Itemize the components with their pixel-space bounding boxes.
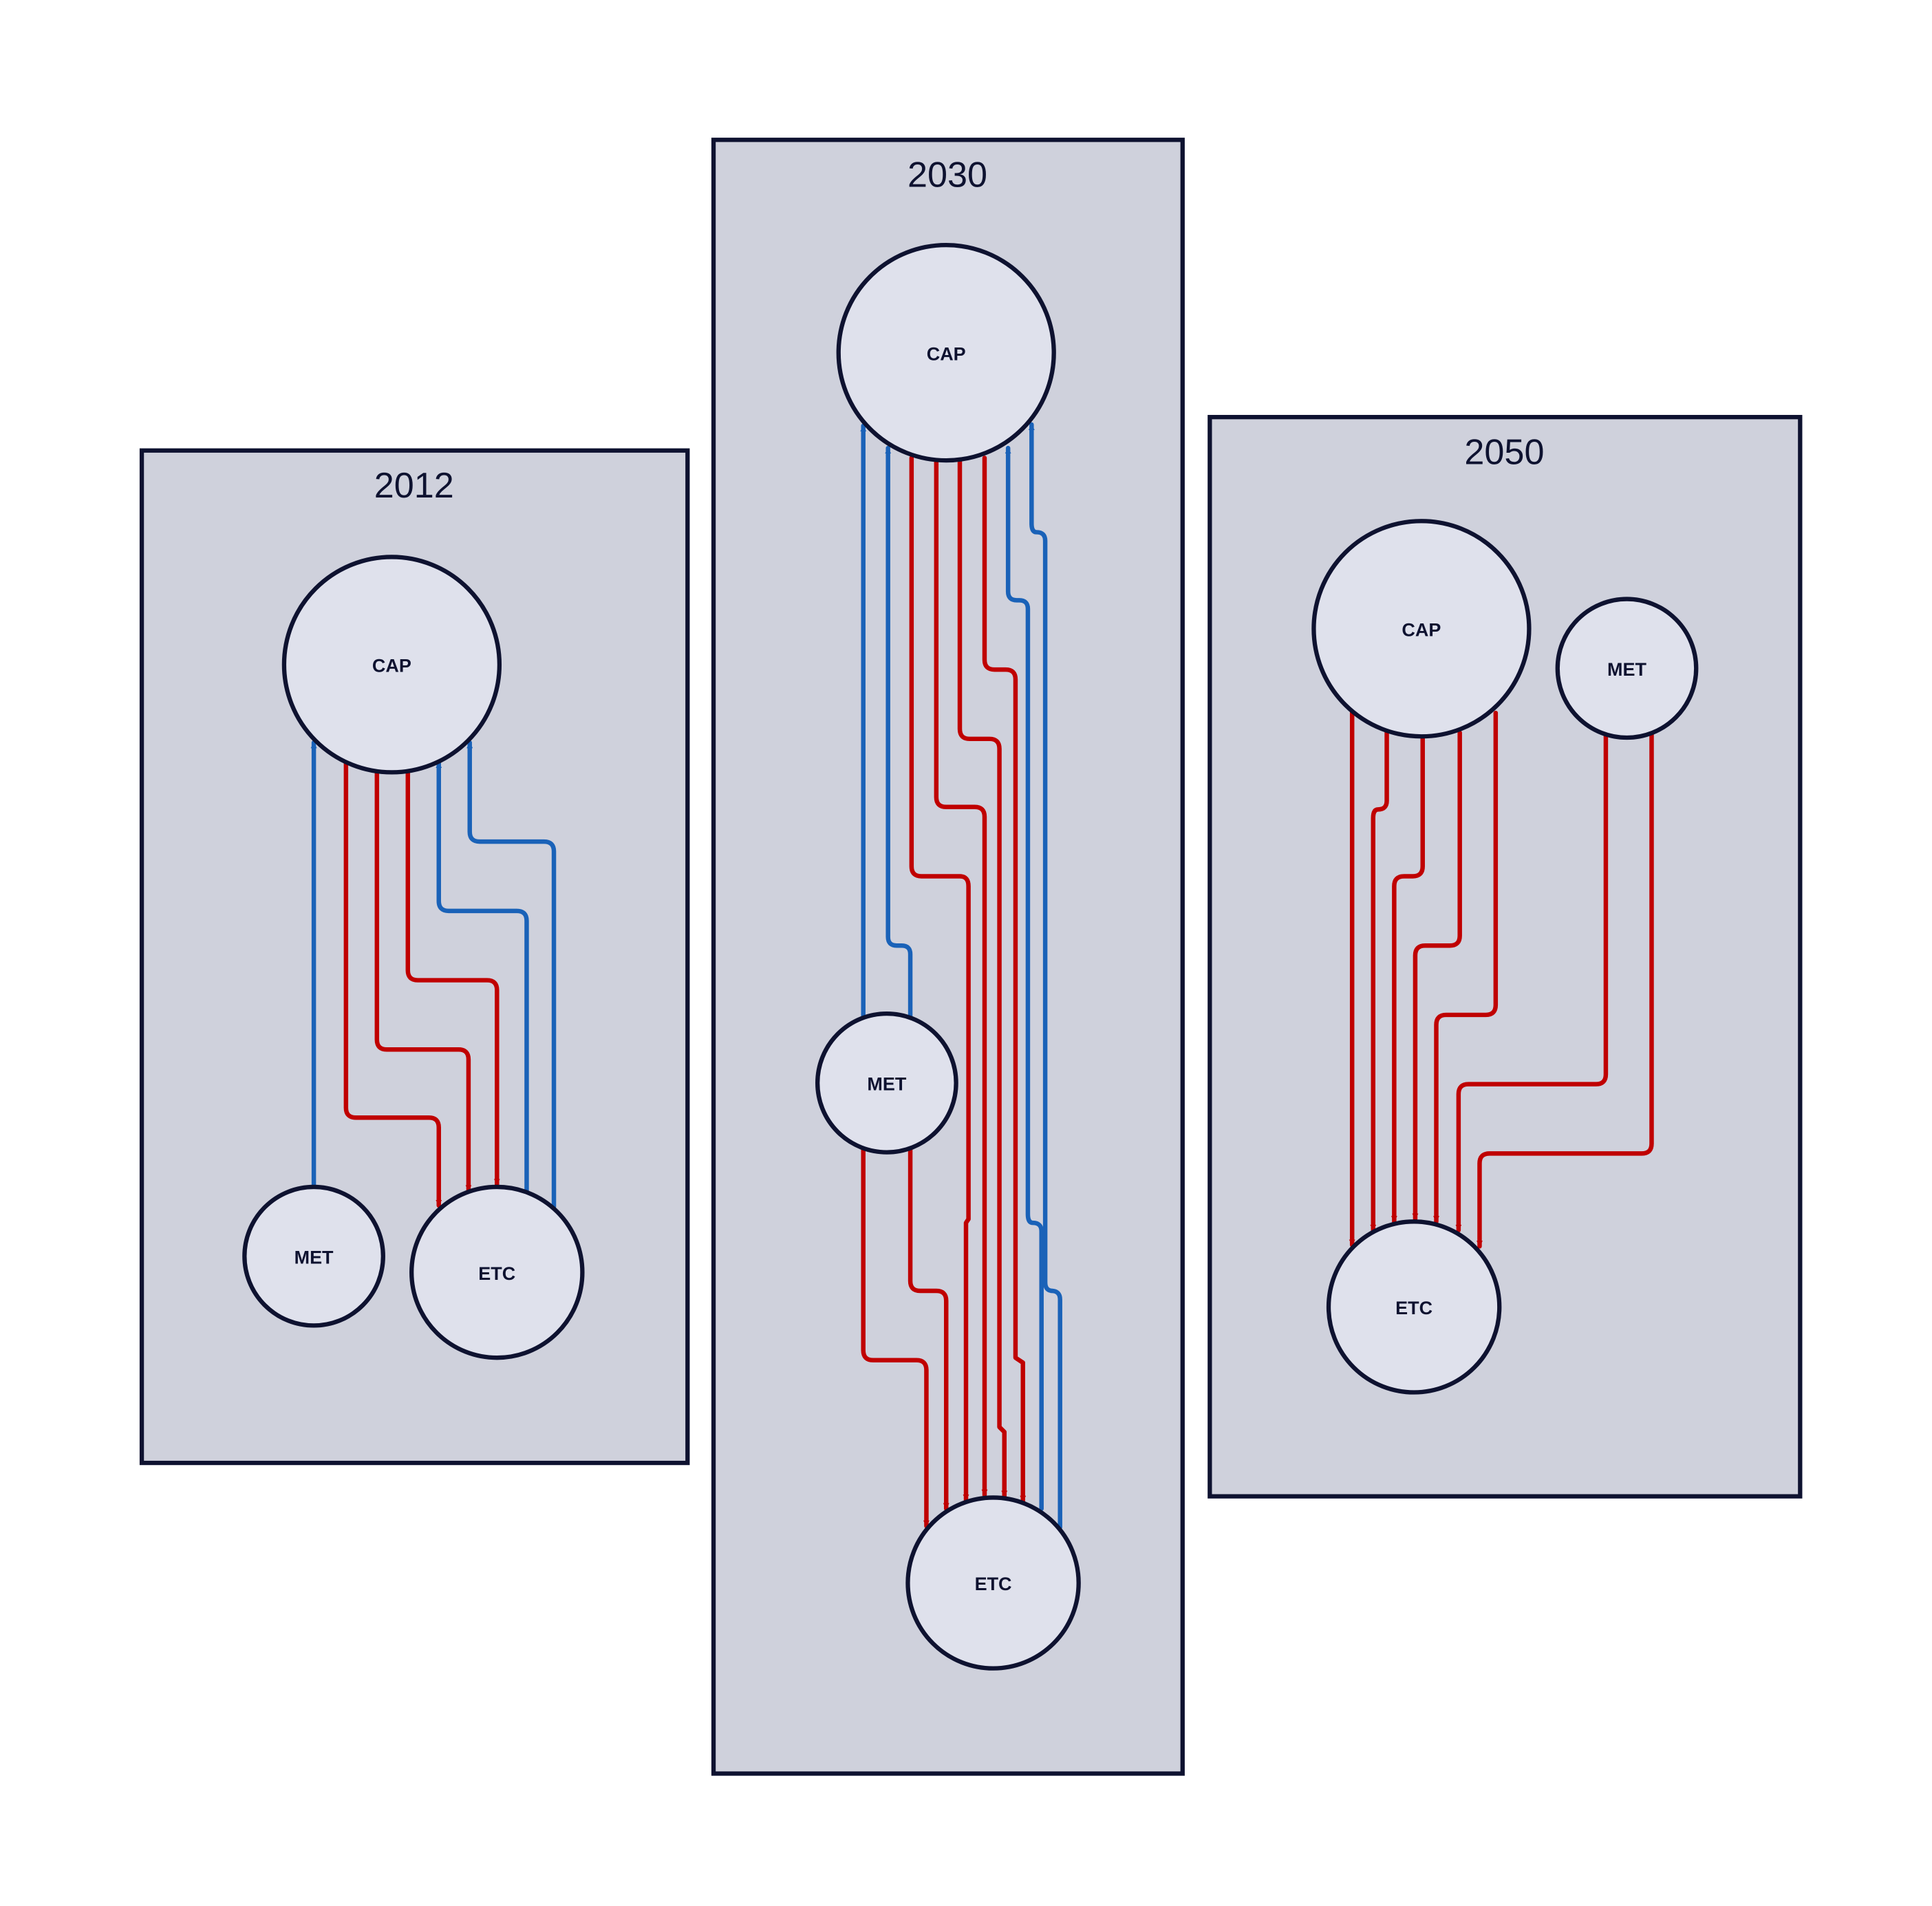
node-2050-cap-circle (1311, 519, 1532, 739)
edge-2030-cap-to-etc (934, 459, 988, 1498)
panel-2030-edges (860, 422, 1062, 1530)
node-2050-met-circle (1555, 597, 1699, 740)
edge-2050-cap-to-etc (1391, 735, 1425, 1224)
edge-2030-cap-to-etc (957, 459, 1008, 1499)
panel-2012-title: 2012 (374, 466, 454, 506)
panel-2050-edges (1349, 709, 1654, 1249)
edge-2030-met-to-etc (908, 1147, 949, 1511)
edge-2012-cap-to-etc (343, 760, 442, 1208)
node-2050-cap-label: CAP (1402, 619, 1441, 640)
node-2050-etc: ETC (1326, 1219, 1502, 1395)
node-2012-etc-label: ETC (478, 1263, 515, 1284)
node-2012-met: MET (242, 1184, 385, 1328)
node-2030-etc-label: ETC (975, 1574, 1012, 1594)
panel-2050: 2050 CAP MET ETC (1208, 415, 1803, 1499)
edge-2030-etc-to-cap (1005, 445, 1044, 1511)
node-2030-cap-label: CAP (927, 343, 966, 364)
node-2030-met-label: MET (867, 1074, 906, 1095)
node-2050-met-label: MET (1607, 659, 1646, 680)
edge-2050-cap-to-etc (1433, 710, 1499, 1224)
node-2030-met-circle (815, 1011, 958, 1155)
edge-2050-cap-to-etc (1412, 730, 1462, 1221)
panel-2030: 2030 CAP MET ETC (711, 138, 1185, 1776)
edge-2012-cap-to-etc (405, 767, 500, 1187)
edge-2050-cap-to-etc (1370, 729, 1389, 1233)
edge-2050-met-to-etc (1455, 731, 1609, 1233)
edge-2030-cap-to-etc (982, 456, 1027, 1504)
edge-2012-cap-to-etc (374, 770, 472, 1193)
panel-2050-title: 2050 (1464, 433, 1544, 473)
node-2050-etc-label: ETC (1395, 1298, 1432, 1318)
edge-2012-etc-to-cap (436, 760, 529, 1195)
panel-2012: 2012 CAP MET ETC (139, 448, 690, 1466)
node-2012-cap-circle (281, 555, 502, 775)
node-2012-met-label: MET (294, 1247, 334, 1267)
node-2030-cap: CAP (836, 242, 1056, 463)
edge-2030-met-to-etc (861, 1147, 930, 1529)
node-2030-etc-circle (905, 1495, 1081, 1671)
node-2012-etc: ETC (409, 1184, 585, 1360)
edge-2012-etc-to-cap (466, 740, 557, 1209)
panel-2030-title: 2030 (908, 156, 987, 195)
node-2050-cap: CAP (1311, 519, 1532, 739)
edge-2050-met-to-etc (1476, 731, 1654, 1249)
edge-2030-met-to-cap (885, 445, 913, 1020)
node-2012-cap-label: CAP (372, 656, 411, 676)
edge-2030-etc-to-cap (1028, 422, 1062, 1530)
node-2030-cap-circle (836, 242, 1056, 463)
node-2050-etc-circle (1326, 1219, 1502, 1395)
node-2012-cap: CAP (281, 555, 502, 775)
node-2012-etc-circle (409, 1184, 585, 1360)
node-2050-met: MET (1555, 597, 1699, 740)
panel-2012-edges (310, 740, 557, 1209)
node-2030-etc: ETC (905, 1495, 1081, 1671)
node-2030-met: MET (815, 1011, 958, 1155)
node-2012-met-circle (242, 1184, 385, 1328)
edge-2030-cap-to-etc (909, 456, 971, 1503)
